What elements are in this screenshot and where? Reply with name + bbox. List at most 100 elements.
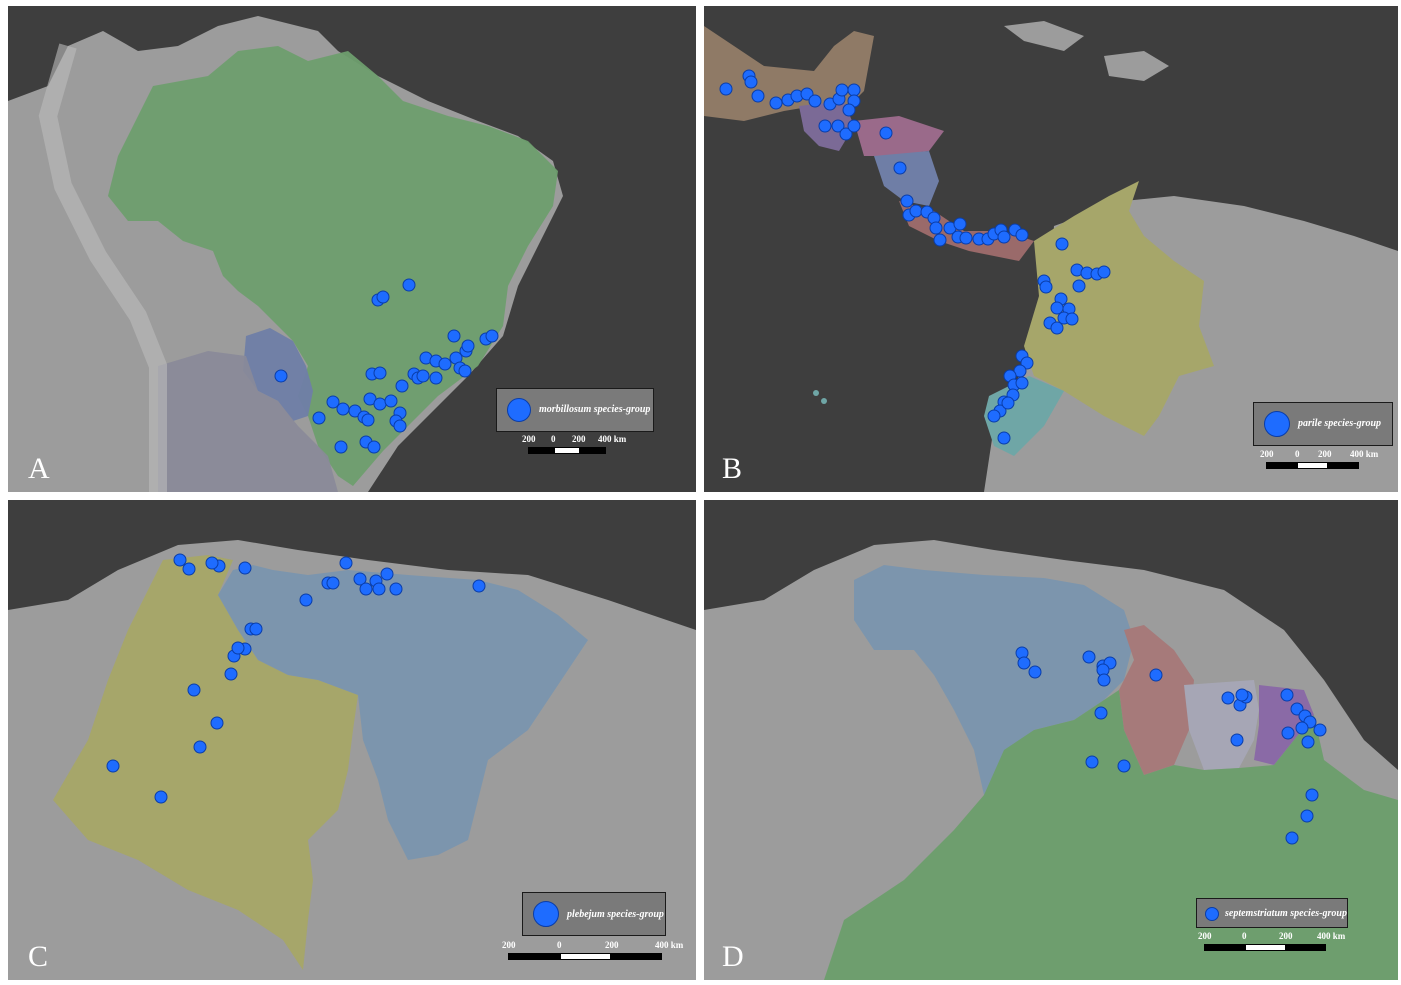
occurrence-point [249, 622, 263, 636]
occurrence-point [106, 759, 120, 773]
occurrence-point [842, 103, 856, 117]
occurrence-point [831, 119, 845, 133]
occurrence-point [719, 82, 733, 96]
occurrence-point [393, 419, 407, 433]
panel-letter-c: C [28, 940, 49, 973]
scale-c-seg1 [508, 953, 560, 960]
scale-d-seg3 [1286, 944, 1326, 951]
occurrence-point [1028, 665, 1042, 679]
occurrence-point [193, 740, 207, 754]
occurrence-point [847, 83, 861, 97]
occurrence-point [438, 357, 452, 371]
occurrence-point [1300, 809, 1314, 823]
occurrence-point [1235, 688, 1249, 702]
occurrence-point [769, 96, 783, 110]
occurrence-point [1295, 721, 1309, 735]
occurrence-point [909, 204, 923, 218]
occurrence-point [1221, 691, 1235, 705]
scale-d-seg2 [1245, 944, 1286, 951]
scale-a-left: 200 [522, 434, 536, 444]
occurrence-point [1017, 656, 1031, 670]
scale-c-mid: 200 [605, 940, 619, 950]
occurrence-point [326, 576, 340, 590]
occurrence-points-c [106, 553, 486, 804]
scale-c-zero: 0 [557, 940, 562, 950]
occurrence-point [1050, 321, 1064, 335]
occurrence-point [402, 278, 416, 292]
scale-bar-d: 200 0 200 400 km [1198, 931, 1358, 955]
occurrence-point [447, 329, 461, 343]
occurrence-point [893, 161, 907, 175]
occurrence-point [429, 371, 443, 385]
scale-a-zero: 0 [551, 434, 556, 444]
occurrence-point [929, 221, 943, 235]
legend-a-marker [507, 398, 531, 422]
occurrence-point [1230, 733, 1244, 747]
occurrence-point [987, 409, 1001, 423]
occurrence-point [751, 89, 765, 103]
occurrence-point [1305, 788, 1319, 802]
scale-b-seg3 [1328, 462, 1359, 469]
occurrence-point [210, 716, 224, 730]
occurrence-point [1285, 831, 1299, 845]
occurrence-point [380, 567, 394, 581]
scale-a-mid: 200 [572, 434, 586, 444]
map-panel-d: septemstriatum species-group 200 0 200 4… [704, 500, 1398, 980]
legend-b-label: parile species-group [1298, 418, 1382, 429]
galapagos-1 [813, 390, 819, 396]
scale-a-seg3 [580, 447, 606, 454]
map-panel-a: morbillosum species-group 200 0 200 400 … [8, 6, 696, 492]
occurrence-point [334, 440, 348, 454]
occurrence-point [1149, 668, 1163, 682]
occurrence-point [348, 404, 362, 418]
occurrence-point [373, 397, 387, 411]
occurrence-point [997, 431, 1011, 445]
legend-c: plebejum species-group [522, 892, 666, 936]
scale-d-seg1 [1204, 944, 1245, 951]
occurrence-point [339, 556, 353, 570]
occurrence-point [1097, 673, 1111, 687]
occurrence-point [231, 641, 245, 655]
scale-c-left: 200 [502, 940, 516, 950]
panel-letter-d: D [722, 940, 744, 973]
andes-ridge [38, 43, 167, 492]
legend-b: parile species-group [1253, 402, 1393, 446]
occurrence-point [173, 553, 187, 567]
occurrence-point [224, 667, 238, 681]
occurrence-point [953, 217, 967, 231]
region-nicaragua [874, 151, 939, 206]
occurrence-point [372, 582, 386, 596]
occurrence-point [933, 233, 947, 247]
occurrence-point [416, 369, 430, 383]
occurrence-point [182, 562, 196, 576]
occurrence-point [1097, 265, 1111, 279]
panel-letter-a: A [28, 452, 50, 485]
occurrence-point [1281, 726, 1295, 740]
occurrence-point [1072, 279, 1086, 293]
occurrence-point [808, 94, 822, 108]
occurrence-point [336, 402, 350, 416]
occurrence-point [1082, 650, 1096, 664]
occurrence-point [458, 364, 472, 378]
occurrence-point [485, 329, 499, 343]
map-panel-c: plebejum species-group 200 0 200 400 km … [8, 500, 696, 980]
occurrence-point [835, 83, 849, 97]
scale-bar-c: 200 0 200 400 km [502, 940, 692, 964]
occurrence-point [1015, 376, 1029, 390]
scale-b-seg1 [1266, 462, 1297, 469]
region-argentina [158, 351, 338, 492]
occurrence-point [205, 556, 219, 570]
occurrence-point [461, 339, 475, 353]
occurrence-point [1117, 759, 1131, 773]
region-venezuela-c [218, 565, 588, 860]
scale-c-seg3 [611, 953, 662, 960]
region-mexico [704, 26, 874, 121]
occurrence-point [187, 683, 201, 697]
legend-d-label: septemstriatum species-group [1225, 908, 1347, 919]
occurrence-point [1001, 396, 1015, 410]
occurrence-point [997, 230, 1011, 244]
scale-b-left: 200 [1260, 449, 1274, 459]
occurrence-point [238, 561, 252, 575]
occurrence-point [361, 413, 375, 427]
occurrence-point [367, 440, 381, 454]
